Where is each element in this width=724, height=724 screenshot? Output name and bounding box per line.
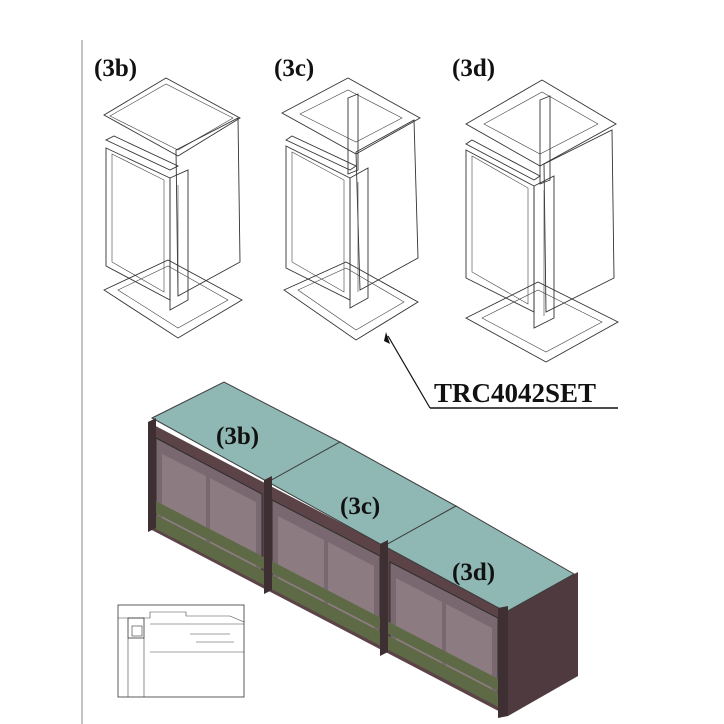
label-exploded-3b: (3b) <box>94 55 137 82</box>
callout-leader <box>384 332 618 409</box>
label-assembled-3c: (3c) <box>340 493 380 520</box>
detail-inset <box>117 604 245 698</box>
label-assembled-3b: (3b) <box>216 423 259 450</box>
exploded-view-3b <box>103 77 243 339</box>
callout-label: TRC4042SET <box>434 378 596 408</box>
label-exploded-3d: (3d) <box>452 55 495 82</box>
label-exploded-3c: (3c) <box>274 55 314 82</box>
exploded-view-3d <box>465 79 619 363</box>
assembled-enclosures <box>148 381 578 718</box>
glass-top-3d <box>382 505 576 613</box>
label-assembled-3d: (3d) <box>452 559 495 586</box>
exploded-view-3c <box>281 77 421 341</box>
